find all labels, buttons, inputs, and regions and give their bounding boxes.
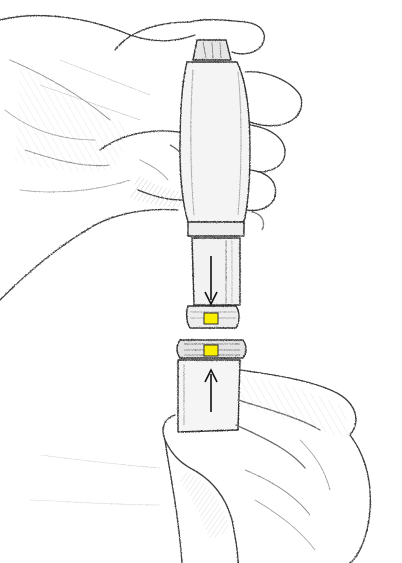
alignment-marker-container xyxy=(204,345,218,356)
alignment-marker-pen xyxy=(204,313,218,324)
